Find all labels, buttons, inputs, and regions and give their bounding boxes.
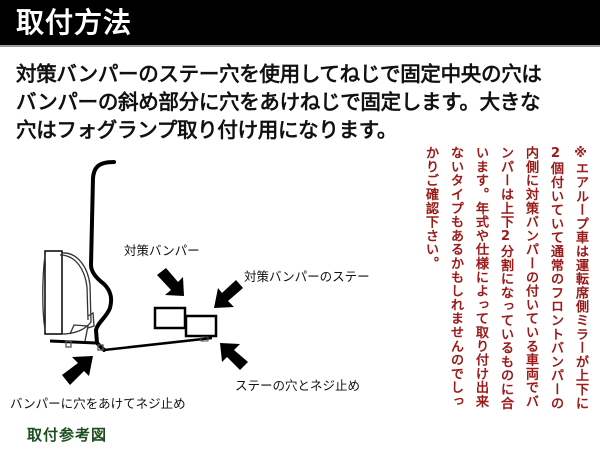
header-bar: 取付方法 xyxy=(0,0,600,47)
note-column: ンパーは上下2分割になっているものに合 xyxy=(498,146,513,410)
label-bumper-stay: 対策バンパーのステー xyxy=(244,269,370,284)
note-column: います。年式や仕様によって取り付け出来 xyxy=(473,146,488,409)
intro-line: 穴はフォグランプ取り付け用になります。 xyxy=(16,118,398,142)
label-bumper-drill-screw: バンパーに穴をあけてネジ止め xyxy=(10,396,186,411)
caution-notes: ※エアループ車は運転席側ミラーが上下に 2個付いていて通常のフロントバンパーの … xyxy=(419,146,592,446)
arrow-icons xyxy=(62,268,248,385)
installation-diagram: 対策バンパー 対策バンパーのステー ステーの穴とネジ止め バンパーに穴をあけてネ… xyxy=(0,150,420,430)
label-countermeasure-bumper: 対策バンパー xyxy=(124,243,200,258)
note-column: ※エアループ車は運転席側ミラーが上下に xyxy=(573,146,588,410)
note-column: かりご確認下さい。 xyxy=(423,146,438,271)
page-title: 取付方法 xyxy=(16,6,133,39)
diagram-caption: 取付参考図 xyxy=(27,426,108,444)
label-stay-hole-screw: ステーの穴とネジ止め xyxy=(235,378,361,393)
intro-text: 対策バンパーのステー穴を使用してねじで固定中央の穴は バンパーの斜め部分に穴をあ… xyxy=(16,60,596,144)
diagram-drawing xyxy=(42,160,248,385)
note-column: 内側に対策バンパーの付いている車両でバ xyxy=(523,146,538,409)
note-column: 2個付いていて通常のフロントバンパーの xyxy=(548,146,563,410)
intro-line: バンパーの斜め部分に穴をあけねじで固定します。大きな xyxy=(16,90,541,114)
intro-line: 対策バンパーのステー穴を使用してねじで固定中央の穴は xyxy=(16,62,542,86)
note-column: ないタイプもあるかもしれませんのでしっ xyxy=(448,146,463,409)
fog-lamp-drawing xyxy=(42,250,104,351)
